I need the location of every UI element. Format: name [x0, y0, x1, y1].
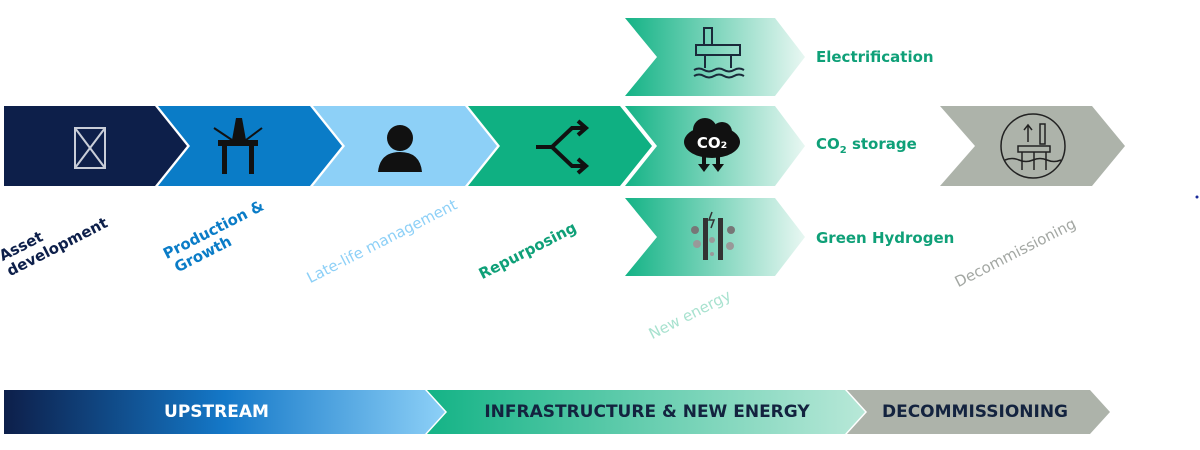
split-arrow-icon [536, 119, 590, 175]
label-electrification: Electrification [816, 48, 934, 66]
bar-infrastructure [427, 390, 865, 434]
platform-removal-icon [1000, 113, 1066, 179]
stray-dot [1195, 195, 1199, 199]
chevron-asset-development [4, 106, 187, 186]
scaffold-icon [74, 127, 106, 169]
offshore-platform-icon [693, 27, 745, 79]
label-co2-storage: CO2 storage [816, 135, 917, 156]
chevron-electrification [625, 18, 805, 96]
oil-rig-icon [213, 118, 263, 174]
co2-text: CO [816, 135, 840, 153]
bar-decommissioning [847, 390, 1110, 434]
electrolysis-icon [691, 211, 735, 260]
co2-subscript: 2 [839, 145, 847, 156]
bar-label-upstream: UPSTREAM [164, 402, 269, 422]
co2-icon-text: CO₂ [697, 134, 727, 152]
bar-label-infrastructure: INFRASTRUCTURE & NEW ENERGY [484, 402, 810, 422]
co2-cloud-icon: CO₂ [684, 118, 740, 172]
label-green-hydrogen: Green Hydrogen [816, 229, 955, 247]
worker-hardhat-icon [378, 125, 422, 172]
chevron-repurposing [468, 106, 652, 186]
storage-text: storage [846, 135, 917, 153]
bar-upstream [4, 390, 445, 434]
chevron-green-hydrogen [625, 198, 805, 276]
bar-label-decommissioning: DECOMMISSIONING [881, 402, 1069, 422]
